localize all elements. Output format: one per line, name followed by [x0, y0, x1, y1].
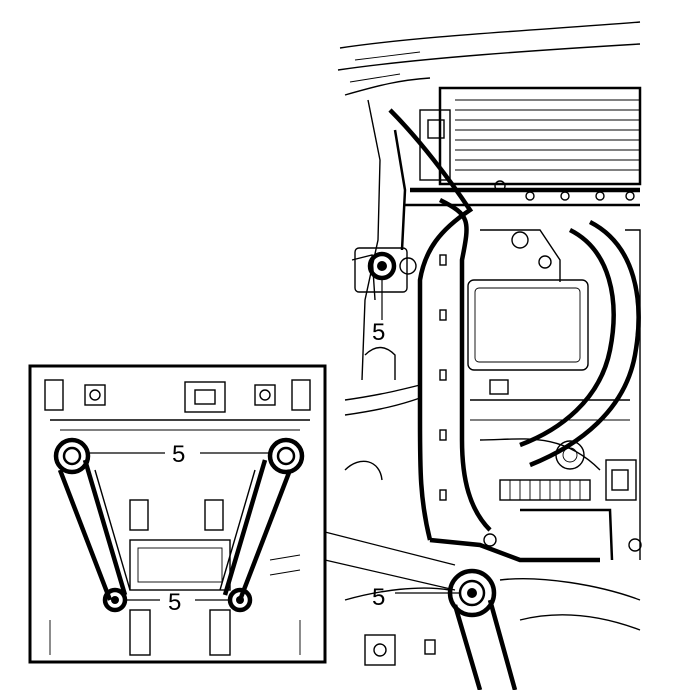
inset-left-control-arm: [53, 437, 131, 613]
callout-inset-lower: 5: [168, 589, 181, 616]
right-side-structure: [520, 229, 642, 561]
lower-body: [344, 533, 641, 666]
lower-right-bushing: [447, 568, 518, 690]
inset-detail-view: [28, 364, 327, 664]
callout-lower-right-bushing: 5: [372, 584, 385, 611]
inset-pointer-upper: [324, 531, 456, 566]
control-arm-icon: [452, 599, 518, 690]
upper-left-bushing: [354, 247, 417, 293]
callout-inset-upper: 5: [172, 441, 185, 468]
radiator-grille: [419, 86, 642, 186]
left-side-clips: [344, 346, 421, 481]
inset-pointer-lower: [324, 559, 456, 591]
inset-center-components: [49, 499, 301, 656]
frame-rail: [388, 108, 492, 541]
front-crossmember: [405, 180, 640, 207]
upper-body-panel: [337, 21, 641, 381]
callout-upper-left-bushing: 5: [372, 319, 385, 346]
main-view: [337, 21, 642, 690]
bushing-icon: [467, 588, 477, 598]
bolt-icon: [377, 261, 387, 271]
intake-pipe: [519, 219, 641, 468]
inset-top-components: [44, 379, 311, 431]
